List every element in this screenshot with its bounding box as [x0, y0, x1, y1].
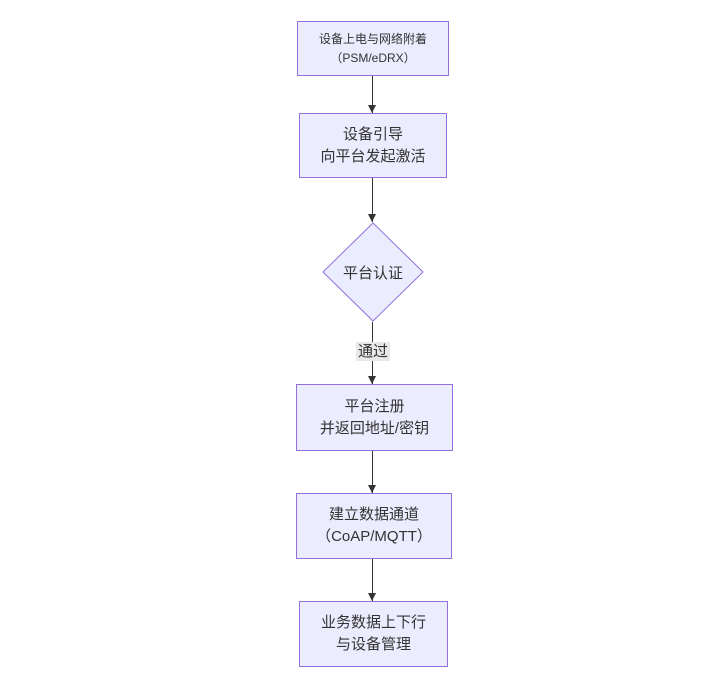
node-label-line: （CoAP/MQTT） — [316, 528, 432, 545]
node-bootstrap-activate: 设备引导 向平台发起激活 — [299, 113, 447, 178]
node-label-line: 与设备管理 — [335, 636, 411, 653]
node-label-line: 设备引导 — [342, 125, 403, 143]
node-label-line: 设备上电与网络附着 — [318, 31, 427, 46]
diamond-shape — [322, 222, 424, 322]
node-platform-auth: 平台认证 — [322, 222, 424, 322]
node-business-data: 业务数据上下行 与设备管理 — [299, 601, 448, 667]
node-label-line: 平台注册 — [344, 397, 405, 415]
node-label-line: （PSM/eDRX） — [330, 50, 416, 65]
node-label-line: 平台认证 — [342, 264, 403, 282]
node-label-line: 向平台发起激活 — [320, 147, 426, 165]
node-label-line: 建立数据通道 — [328, 506, 419, 523]
node-label-line: 并返回地址/密钥 — [319, 419, 430, 437]
node-label-line: 业务数据上下行 — [320, 614, 426, 631]
edge-arrow-2 — [368, 178, 376, 222]
edge-arrow-5 — [368, 559, 376, 601]
edge-label-pass: 通过 — [355, 342, 391, 361]
edge-arrow-4 — [368, 451, 376, 493]
edge-arrow-1 — [368, 76, 376, 113]
node-platform-register: 平台注册 并返回地址/密钥 — [296, 384, 453, 451]
node-power-attach: 设备上电与网络附着 （PSM/eDRX） — [297, 21, 449, 76]
node-data-channel: 建立数据通道 （CoAP/MQTT） — [296, 493, 452, 559]
